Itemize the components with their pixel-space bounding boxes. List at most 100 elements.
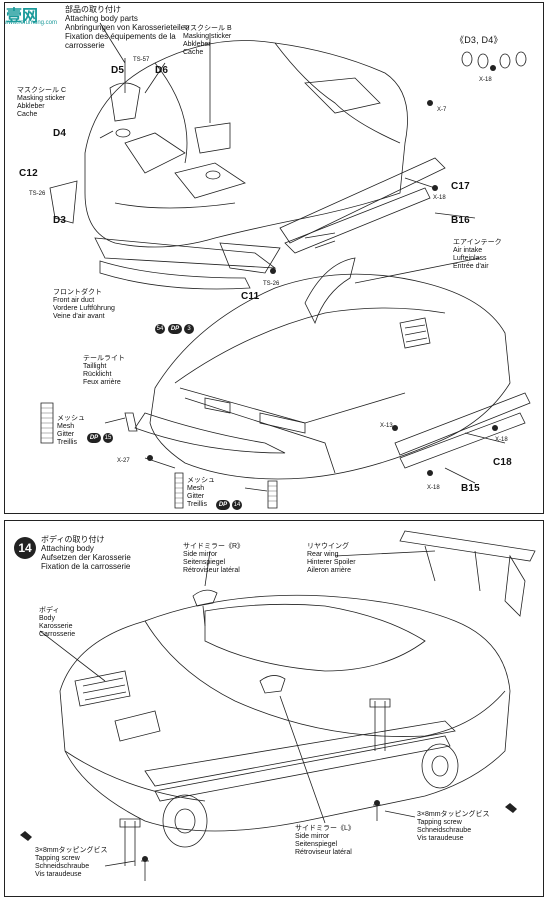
label-de: Vordere Luftführung: [53, 305, 115, 312]
part-d4: D4: [53, 128, 67, 139]
part-c17: C17: [451, 181, 470, 192]
label-en: Side mirror: [295, 833, 330, 840]
header-fr-2: carrosserie: [65, 41, 105, 50]
header-de: Aufsetzen der Karosserie: [41, 553, 131, 562]
masking-sticker-b-label: マスクシール B Masking sticker Abkleber Cache: [183, 25, 232, 57]
watermark-subtext: www.rerumong.com: [4, 20, 58, 26]
label-fr: Entrée d'air: [453, 263, 489, 270]
dp-number-14: 14: [232, 500, 242, 510]
side-mirror-l-label: サイドミラー《L》 Side mirror Seitenspiegel Rétr…: [295, 825, 355, 857]
screw-x7: X-7: [437, 107, 447, 113]
label-de: Abkleber: [17, 103, 45, 110]
label-fr: Treillis: [57, 439, 77, 446]
d3-d4-label: 《D3, D4》: [455, 35, 503, 45]
part-d6: D6: [155, 65, 169, 76]
header-de: Anbringungen von Karosserieteilen: [65, 23, 190, 32]
step-14-header: ボディの取り付け Attaching body Aufsetzen der Ka…: [41, 535, 131, 571]
header-fr: Fixation de la carrosserie: [41, 562, 131, 571]
watermark-logo: 壹网 www.rerumong.com: [2, 2, 72, 28]
label-fr: Treillis: [187, 501, 207, 508]
label-de: Hinterer Spoiler: [307, 559, 356, 566]
tapping-screw-right-label: 3×8mmタッピングビス Tapping screw Schneidschrau…: [417, 811, 490, 843]
label-fr: Vis taraudeuse: [35, 871, 82, 878]
tapping-screw-left-label: 3×8mmタッピングビス Tapping screw Schneidschrau…: [35, 847, 108, 879]
step-13-illustration: [40, 22, 531, 509]
label-fr: Aileron arrière: [307, 567, 351, 574]
air-intake-label: エアインテーク Air intake Lufteinlass Entrée d'…: [453, 239, 502, 271]
label-fr: Cache: [17, 111, 38, 118]
label-jp: サイドミラー《R》: [183, 543, 245, 550]
screw-x13: X-13: [380, 423, 393, 429]
label-fr: Cache: [183, 49, 204, 56]
part-c18: C18: [493, 457, 512, 468]
part-d5: D5: [111, 65, 125, 76]
step-13-panel: 部品の取り付け Attaching body parts Anbringunge…: [4, 2, 544, 514]
label-en: Masking sticker: [17, 95, 66, 102]
dp-badge-3: DP: [168, 324, 182, 334]
label-fr: Veine d'air avant: [53, 313, 105, 320]
label-en: Front air duct: [53, 297, 95, 304]
side-mirror-r-label: サイドミラー《R》 Side mirror Seitenspiegel Rétr…: [183, 543, 244, 575]
label-de: Karosserie: [39, 623, 73, 630]
part-d3: D3: [53, 215, 67, 226]
label-de: Seitenspiegel: [295, 841, 338, 848]
dp-badge-15: DP: [87, 433, 101, 443]
label-de: Abkleber: [183, 41, 211, 48]
label-jp: メッシュ: [187, 477, 215, 484]
dp-number-3: 3: [184, 324, 194, 334]
label-jp: 3×8mmタッピングビス: [35, 847, 108, 854]
masking-sticker-c-label: マスクシール C Masking sticker Abkleber Cache: [17, 87, 66, 119]
body-label: ボディ Body Karosserie Carrosserie: [39, 607, 75, 639]
header-en: Attaching body parts: [65, 14, 138, 23]
screw-x27: X-27: [117, 458, 130, 464]
rear-wing-label: リヤウイング Rear wing Hinterer Spoiler Ailero…: [307, 543, 356, 575]
step-14-panel: 14 ボディの取り付け Attaching body Aufsetzen der…: [4, 520, 544, 897]
screw-x18-b: X-18: [433, 195, 446, 201]
mesh-label-1: メッシュ Mesh Gitter Treillis: [57, 415, 85, 447]
front-air-duct-label: フロントダクト Front air duct Vordere Luftführu…: [53, 289, 115, 321]
label-fr: Carrosserie: [39, 631, 76, 638]
label-jp: ボディ: [39, 607, 60, 614]
label-de: Schneidschraube: [35, 863, 90, 870]
header-jp: 部品の取り付け: [65, 5, 121, 14]
label-en: Body: [39, 615, 55, 622]
part-b16: B16: [451, 215, 470, 226]
label-de: Seitenspiegel: [183, 559, 226, 566]
screw-x18-c: X-18: [495, 437, 508, 443]
part-c11: C11: [241, 291, 260, 302]
screw-x18-a: X-18: [479, 77, 492, 83]
step-13-header: 部品の取り付け Attaching body parts Anbringunge…: [65, 5, 190, 50]
label-en: Masking sticker: [183, 33, 232, 40]
step-14-number: 14: [14, 537, 36, 559]
label-en: Air intake: [453, 247, 483, 254]
paint-ref-54: 54: [155, 324, 165, 334]
label-jp: エアインテーク: [453, 239, 502, 246]
label-jp: テールライト: [83, 355, 125, 362]
label-jp: 3×8mmタッピングビス: [417, 811, 490, 818]
screw-ts26-a: TS-26: [29, 191, 46, 197]
label-de: Gitter: [187, 493, 205, 500]
label-jp: サイドミラー《L》: [295, 825, 355, 832]
label-en: Mesh: [57, 423, 75, 430]
mesh-label-2: メッシュ Mesh Gitter Treillis: [187, 477, 215, 509]
header-jp: ボディの取り付け: [41, 535, 105, 544]
label-en: Taillight: [83, 363, 107, 370]
screw-ts57: TS-57: [133, 57, 150, 63]
label-de: Rücklicht: [83, 371, 112, 378]
header-fr: Fixation des équipements de la: [65, 32, 176, 41]
part-b15: B15: [461, 483, 480, 494]
screw-x18-d: X-18: [427, 485, 440, 491]
label-en: Mesh: [187, 485, 205, 492]
label-en: Tapping screw: [417, 819, 462, 826]
label-fr: Rétroviseur latéral: [295, 849, 352, 856]
part-c12: C12: [19, 168, 38, 179]
step-14-illustration: [20, 530, 536, 881]
dp-number-15: 15: [103, 433, 113, 443]
label-jp: リヤウイング: [307, 543, 349, 550]
label-de: Lufteinlass: [453, 255, 487, 262]
label-de: Schneidschraube: [417, 827, 472, 834]
label-jp: マスクシール C: [17, 87, 66, 94]
label-de: Gitter: [57, 431, 75, 438]
label-fr: Vis taraudeuse: [417, 835, 464, 842]
label-en: Rear wing: [307, 551, 339, 558]
